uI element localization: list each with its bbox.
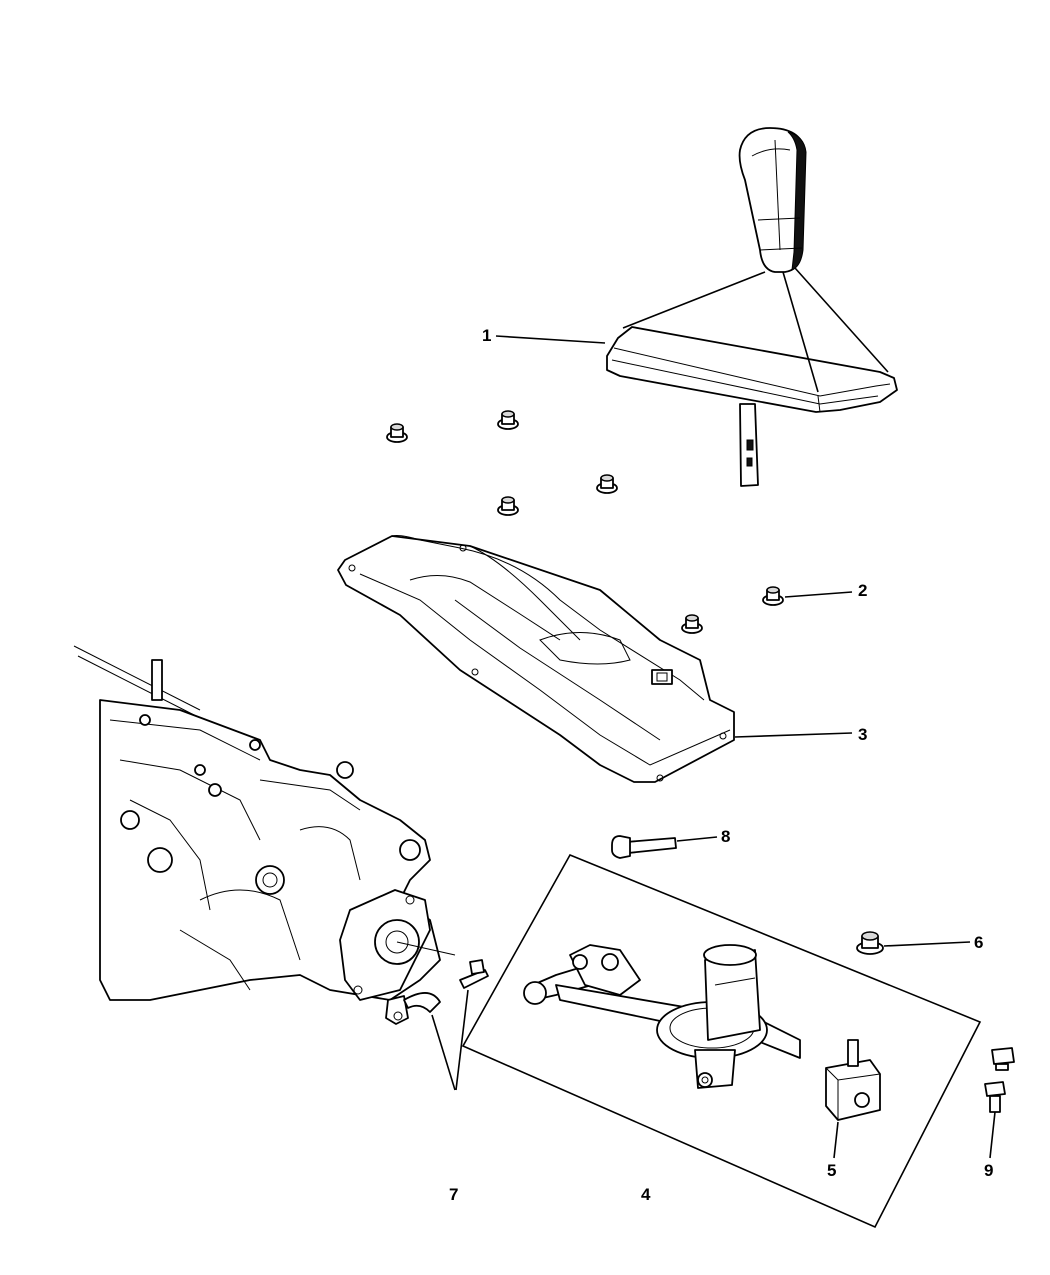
part-2-nuts <box>386 410 853 634</box>
callout-6: 6 <box>974 933 983 952</box>
part-8-bolt <box>611 835 718 859</box>
callout-8: 8 <box>721 827 730 846</box>
part-9-bolts <box>984 1047 1015 1159</box>
callout-5: 5 <box>827 1161 836 1180</box>
part-6-nut <box>856 931 971 955</box>
part-4-shifter-assembly <box>461 853 982 1229</box>
callout-4: 4 <box>641 1185 651 1204</box>
callout-2: 2 <box>858 581 867 600</box>
callout-7: 7 <box>449 1185 458 1204</box>
transmission-assembly <box>73 645 456 1001</box>
callout-3: 3 <box>858 725 867 744</box>
callout-labels: 1 2 3 4 5 6 7 8 9 <box>449 326 993 1204</box>
part-1-shift-knob-boot <box>495 127 898 487</box>
callout-9: 9 <box>984 1161 993 1180</box>
part-3-tunnel-cover <box>337 535 853 783</box>
part-5-sensor-block <box>825 1039 881 1159</box>
part-7-clip-pin <box>385 959 489 1091</box>
callout-1: 1 <box>482 326 491 345</box>
